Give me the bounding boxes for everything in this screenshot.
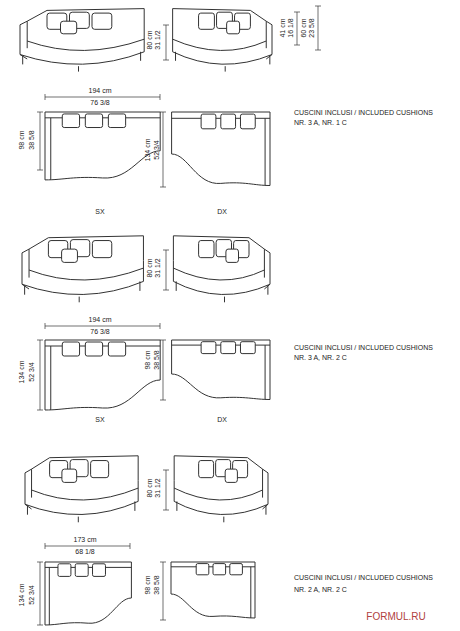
dimension-label: 98 cm <box>144 350 152 369</box>
dimension-label: 31 1/2 <box>154 478 162 497</box>
dimension-label: 98 cm <box>144 575 152 594</box>
dimension-label: 134 cm <box>18 361 26 384</box>
dimension-label: 31 1/2 <box>154 258 162 277</box>
dimension-label: 173 cm <box>74 536 97 544</box>
dimension-label: 38 5/8 <box>153 350 161 369</box>
cushion-note: NR. 3 A, NR. 2 C <box>294 354 347 362</box>
dimension-label: 76 3/8 <box>90 99 109 107</box>
cushion-note: NR. 2 A, NR. 2 C <box>294 586 347 594</box>
dimension-label: 80 cm <box>146 478 154 497</box>
dimension-label: SX <box>95 208 104 216</box>
dimension-label: SX <box>95 416 104 424</box>
dimension-label: 194 cm <box>89 316 112 324</box>
dimension-label: 16 1/8 <box>287 18 295 37</box>
dimension-label: 134 cm <box>144 139 152 162</box>
dimension-label: 52 3/4 <box>28 362 36 381</box>
dimension-label: 60 cm <box>300 18 308 37</box>
dimension-label: 23 5/8 <box>308 18 316 37</box>
dimension-label: 134 cm <box>18 584 26 607</box>
dimension-label: 76 3/8 <box>90 328 109 336</box>
dimension-label: 80 cm <box>146 258 154 277</box>
dimension-label: 52 3/4 <box>28 585 36 604</box>
dimension-label: 52 3/4 <box>153 140 161 159</box>
dimension-label: 80 cm <box>146 30 154 49</box>
dimension-label: 98 cm <box>18 130 26 149</box>
dimension-label: 38 5/8 <box>153 575 161 594</box>
dimension-label: 68 1/8 <box>75 548 94 556</box>
cushion-note: NR. 3 A, NR. 1 C <box>294 119 347 127</box>
dimension-label: DX <box>217 416 227 424</box>
cushion-note: CUSCINI INCLUSI / INCLUDED CUSHIONS <box>294 574 433 582</box>
cushion-note: CUSCINI INCLUSI / INCLUDED CUSHIONS <box>294 344 433 352</box>
dimension-label: 38 5/8 <box>28 130 36 149</box>
watermark: FORMUL.RU <box>366 611 425 623</box>
dimension-label: 31 1/2 <box>154 30 162 49</box>
dimension-label: DX <box>217 208 227 216</box>
cushion-note: CUSCINI INCLUSI / INCLUDED CUSHIONS <box>294 109 433 117</box>
dimension-label: 194 cm <box>89 87 112 95</box>
dimension-label: 41 cm <box>279 18 287 37</box>
